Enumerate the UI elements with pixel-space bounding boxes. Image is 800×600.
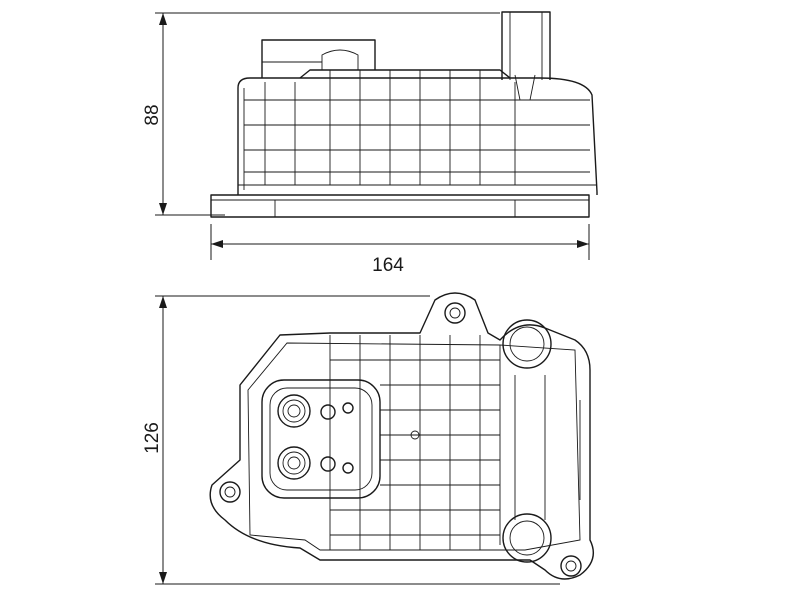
dimension-126-label: 126 <box>142 422 163 454</box>
side-view <box>210 11 598 218</box>
side-top-module <box>261 39 376 78</box>
side-base-plate <box>210 194 590 218</box>
top-small-port <box>342 402 354 414</box>
top-pipe-lower <box>502 513 552 563</box>
top-gasket-plate <box>261 379 381 499</box>
dimension-88-label: 88 <box>142 104 163 125</box>
top-mount-lug-top <box>444 302 466 324</box>
side-outlet-pipe <box>501 11 551 80</box>
top-port-lower <box>277 446 311 480</box>
top-mount-lug-right <box>560 555 582 577</box>
dimension-164-label: 164 <box>372 255 404 276</box>
side-body-outline <box>237 77 598 195</box>
top-fin-grid <box>329 335 500 550</box>
top-port-upper <box>277 394 311 428</box>
top-small-port <box>320 456 336 472</box>
dimension-126 <box>155 295 560 585</box>
dimension-88 <box>155 12 500 216</box>
top-mount-lug-left <box>219 481 241 503</box>
top-housing-outline <box>209 292 594 580</box>
top-small-port <box>320 404 336 420</box>
dimension-164 <box>210 224 590 260</box>
top-pipe-upper <box>502 319 552 369</box>
side-fin-grid <box>244 70 590 185</box>
top-view <box>209 292 594 580</box>
top-small-port <box>342 462 354 474</box>
side-top-rail <box>299 69 511 79</box>
